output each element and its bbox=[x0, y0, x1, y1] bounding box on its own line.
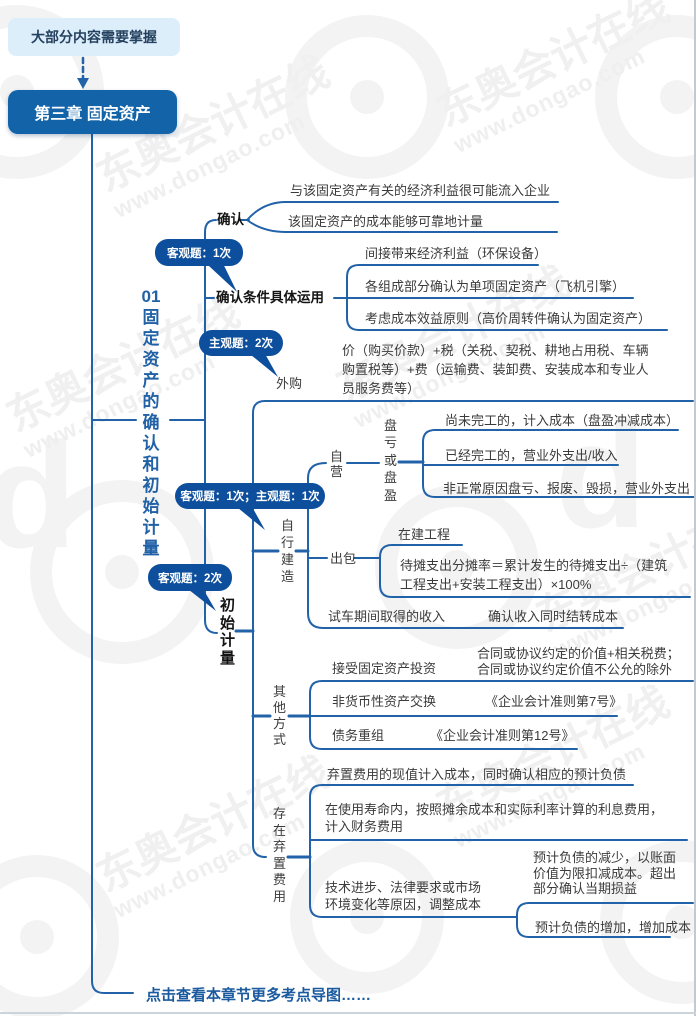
badge-keguan-zhuguan: 客观题：1次；主观题：1次 bbox=[175, 483, 325, 509]
node-waigou: 外购 bbox=[276, 376, 303, 391]
window-right-edge bbox=[694, 0, 696, 1016]
node-qizhi: 存在弃置费用 bbox=[272, 806, 286, 904]
node-queren-c2: 该固定资产的成本能够可靠地计量 bbox=[288, 214, 484, 229]
qita-bracket bbox=[309, 680, 694, 750]
chapter-title: 第三章 固定资产 bbox=[8, 90, 177, 134]
node-pankui-c3: 非正常原因盘亏、报废、毁损，营业外支出 bbox=[443, 481, 691, 496]
node-zhaiwu-c1: 《企业会计准则第12号》 bbox=[430, 728, 575, 743]
node-qita: 其他方式 bbox=[272, 684, 286, 747]
node-waigou-c1: 价（购买价款）+税（关税、契税、耕地占用税、车辆购置税等）+费（运输费、装卸费、… bbox=[342, 343, 649, 396]
badge-keguan-1: 客观题：1次 bbox=[155, 239, 243, 266]
node-touzi: 接受固定资产投资 bbox=[332, 661, 437, 676]
node-jishu: 技术进步、法律要求或市场环境变化等原因，调整成本 bbox=[325, 880, 482, 912]
node-zixing: 自行建造 bbox=[280, 518, 294, 584]
node-tiaojian-c2: 各组成部分确认为单项固定资产（飞机引擎） bbox=[365, 279, 626, 294]
zixing-bracket bbox=[307, 462, 624, 629]
node-zhaiwu: 债务重组 bbox=[332, 728, 385, 743]
node-feihuobi: 非货币性资产交换 bbox=[332, 694, 437, 709]
node-touzi-c1: 合同或协议约定的价值+相关税费；合同或协议约定价值不公允的除外 bbox=[477, 646, 680, 677]
more-maps-link[interactable]: 点击查看本章节更多考点导图…… bbox=[146, 987, 372, 1004]
badge-keguan-2: 客观题：2次 bbox=[148, 564, 232, 591]
node-queren-c1: 与该固定资产有关的经济利益很可能流入企业 bbox=[290, 183, 551, 198]
node-queren: 确认 bbox=[217, 212, 244, 227]
note-box: 大部分内容需要掌握 bbox=[8, 18, 180, 56]
node-jishu-c1: 预计负债的减少，以账面价值为限扣减成本。超出部分确认当期损益 bbox=[533, 850, 677, 896]
note-arrow-head bbox=[77, 78, 89, 89]
branch01-title: 01固定资产的确认和初始计量 bbox=[141, 287, 161, 558]
bottom-divider bbox=[0, 1012, 696, 1014]
node-chushi: 初始计量 bbox=[219, 597, 235, 667]
queren-bracket bbox=[246, 201, 559, 233]
node-shiche: 试车期间取得的收入 bbox=[328, 609, 446, 624]
badge-zhuguan-2: 主观题：2次 bbox=[199, 330, 283, 356]
node-ziying: 自营 bbox=[329, 449, 343, 479]
node-tiaojian-c3: 考虑成本效益原则（高价周转件确认为固定资产） bbox=[365, 311, 652, 326]
main-spine bbox=[91, 133, 134, 994]
node-chubao-c1: 在建工程 bbox=[398, 527, 451, 542]
node-shiche-c1: 确认收入同时结转成本 bbox=[488, 609, 619, 624]
node-pankui-c1: 尚未完工的，计入成本（盘盈冲减成本） bbox=[445, 413, 680, 428]
tiaojian-bracket bbox=[346, 264, 668, 331]
spine-level3 bbox=[252, 400, 694, 858]
node-qizhi-c1: 弃置费用的现值计入成本，同时确认相应的预计负债 bbox=[327, 767, 627, 782]
node-tiaojian-c1: 间接带来经济利益（环保设备） bbox=[365, 246, 548, 261]
node-pankui: 盘亏或盘盈 bbox=[383, 418, 397, 503]
node-chubao: 出包 bbox=[330, 551, 357, 566]
node-qizhi-c2: 在使用寿命内，按照摊余成本和实际利率计算的利息费用，计入财务费用 bbox=[325, 802, 664, 834]
node-pankui-c2: 已经完工的，营业外支出/收入 bbox=[445, 448, 618, 463]
node-jishu-c2: 预计负债的增加，增加成本 bbox=[535, 920, 692, 935]
node-chubao-c2: 待摊支出分摊率＝累计发生的待摊支出÷（建筑工程支出+安装工程支出）×100% bbox=[400, 558, 668, 592]
jishu-bracket bbox=[504, 902, 694, 938]
node-tiaojian: 确认条件具体运用 bbox=[216, 290, 324, 305]
node-feihuobi-c1: 《企业会计准则第7号》 bbox=[485, 694, 623, 709]
